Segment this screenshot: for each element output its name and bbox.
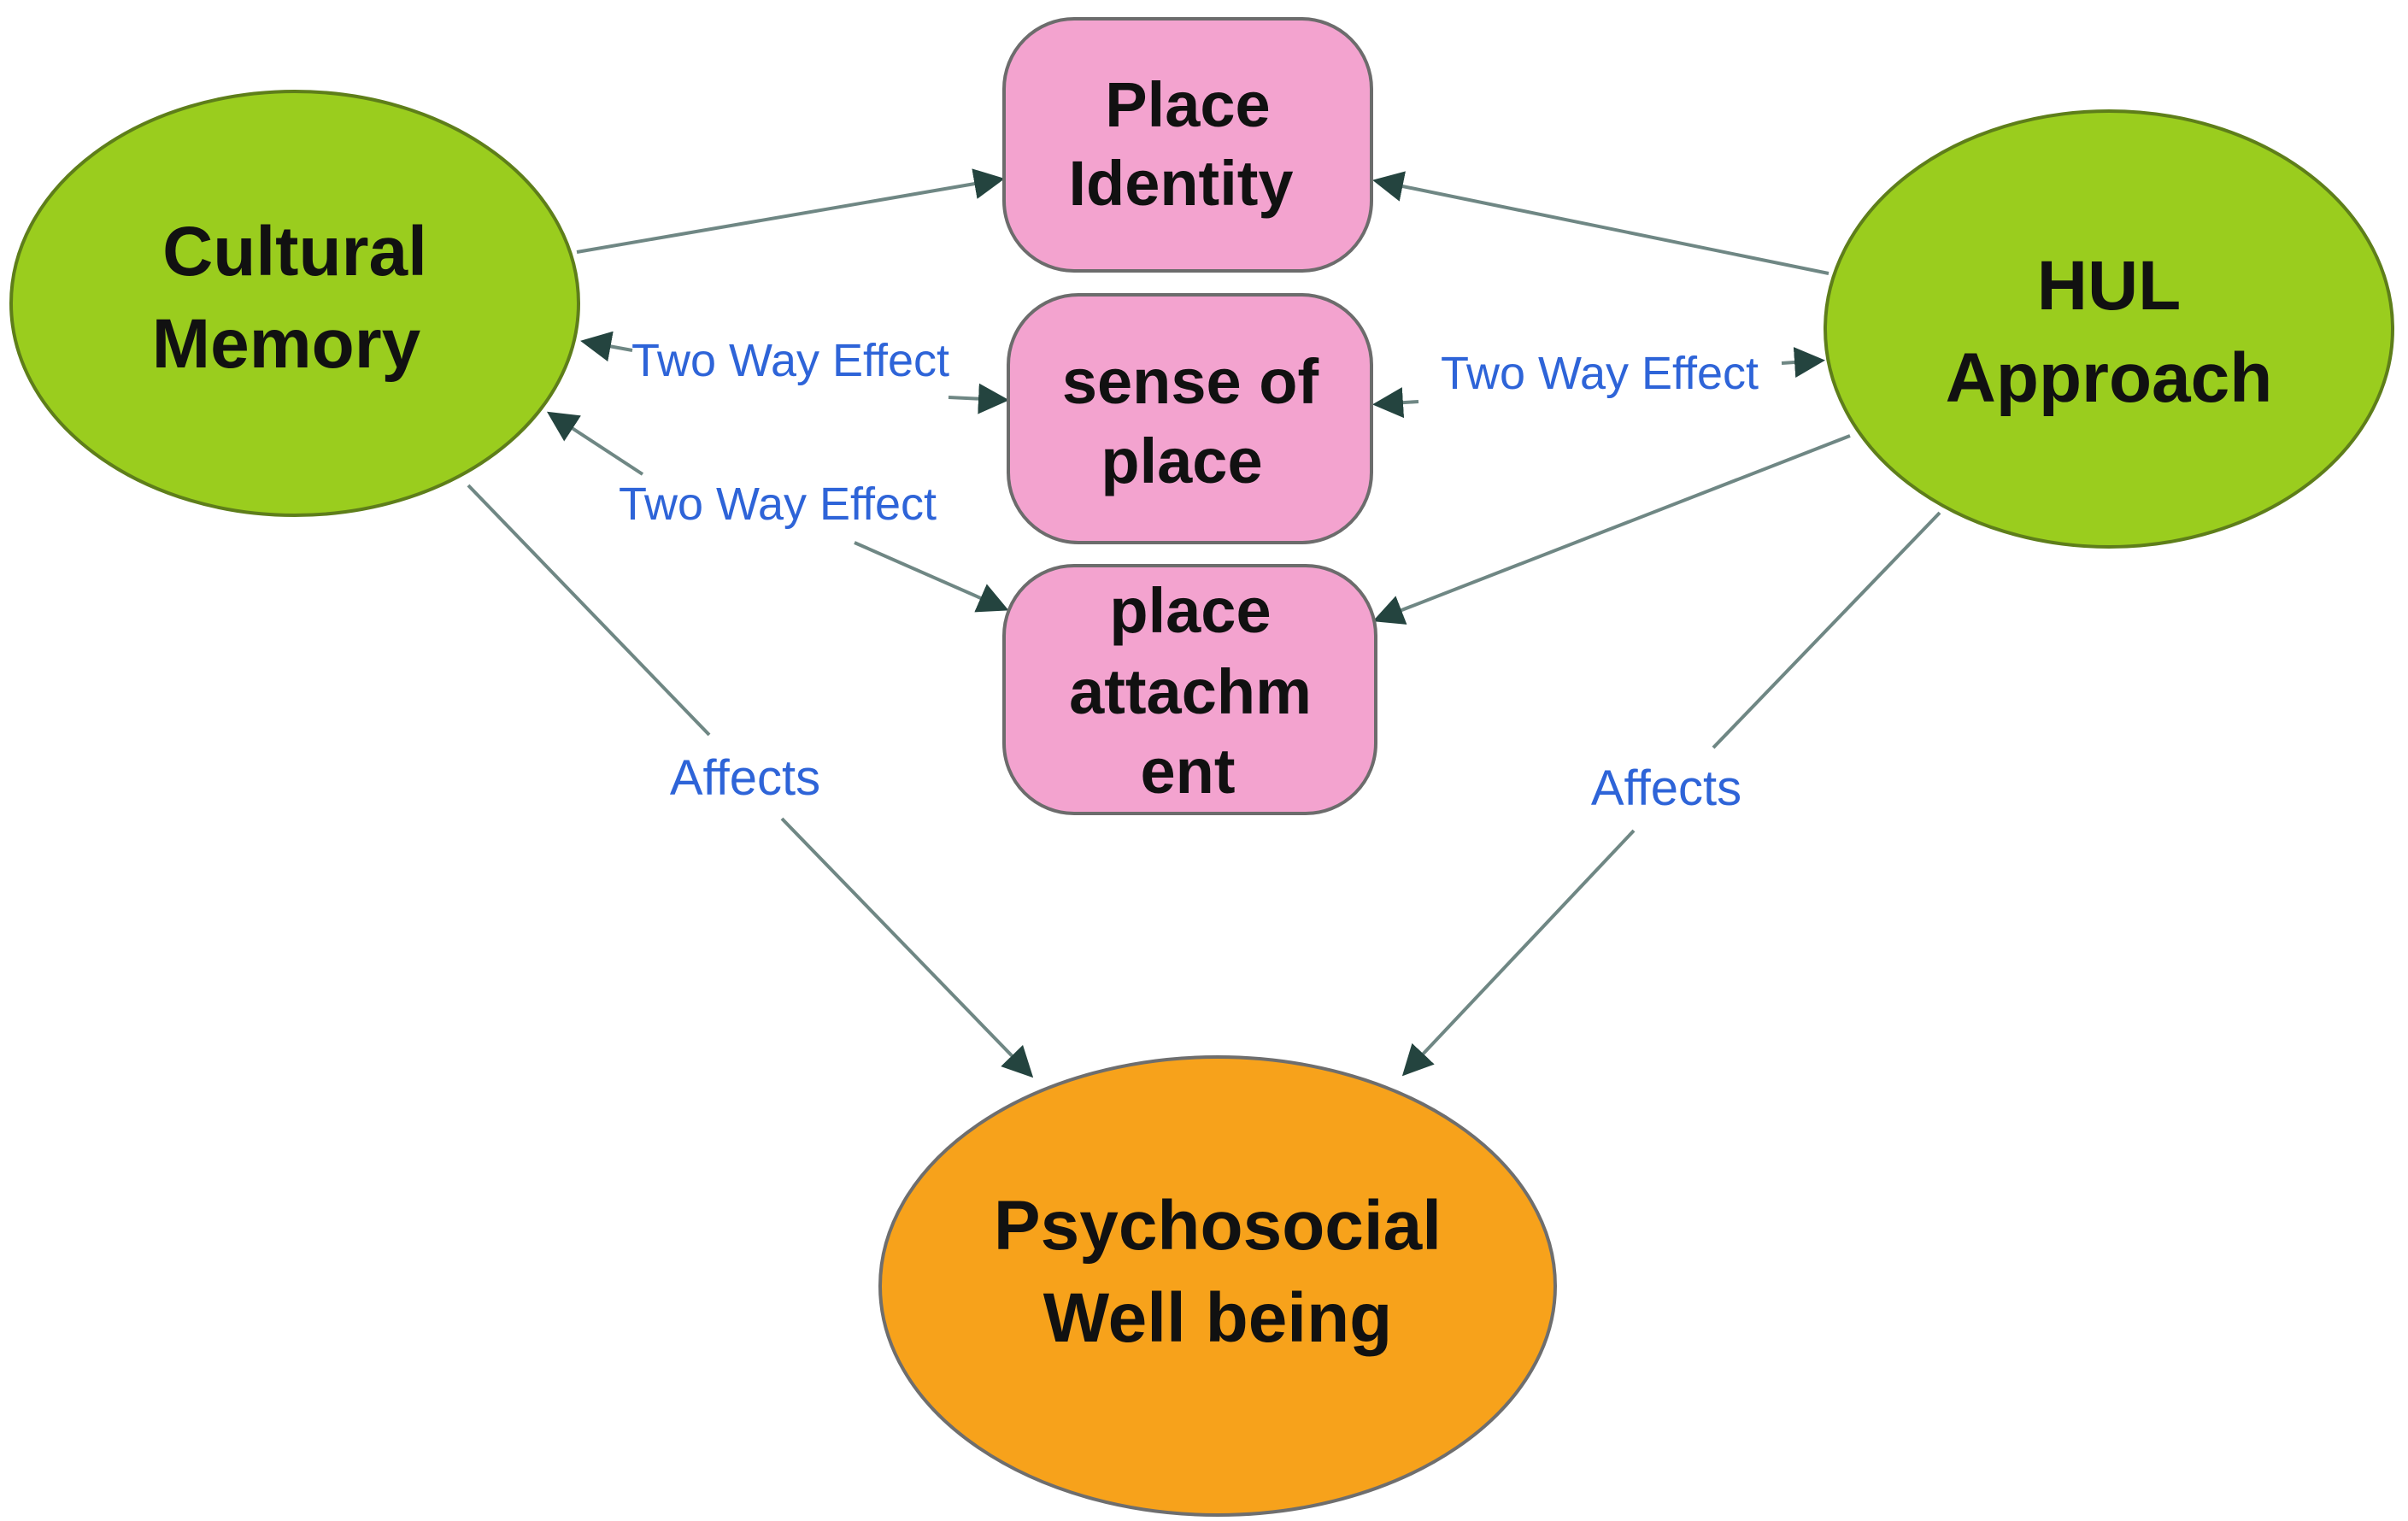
place-attachment-line-1: place [1109,575,1271,646]
edge-cultural-sense-two-way-right [948,383,1009,414]
node-psychosocial-well-being: Psychosocial Well being [878,1055,1557,1517]
label-left-two-way-upper: Two Way Effect [631,335,949,386]
hul-approach-line-1: HUL [2037,247,2182,325]
psychosocial-line-2: Well being [1043,1279,1393,1357]
edge-cultural-attachment-two-way-lower [854,541,1009,613]
edge-hul-to-place-attachment [1372,434,1851,625]
edge-hul-sense-two-way-right [1781,347,1825,378]
label-left-two-way-lower: Two Way Effect [619,479,937,530]
sense-of-place-line-2: place [1101,426,1262,496]
place-identity-line-2: Identity [1068,148,1293,219]
edge-cultural-affects-lower [780,817,1034,1078]
node-place-attachment: place attachm ent [1002,564,1377,815]
node-hul-approach: HUL Approach [1824,109,2394,549]
sense-of-place-box [1007,293,1373,544]
hul-approach-line-2: Approach [1946,339,2273,417]
edge-labels: Two Way Effect Two Way Effect Two Way Ef… [619,335,1759,816]
edge-cultural-attachment-two-way-upper [546,411,644,476]
node-place-identity: Place Identity [1002,17,1373,273]
label-right-two-way: Two Way Effect [1441,348,1759,399]
nodes: Cultural Memory HUL Approach Place Ident… [9,17,2394,1517]
edge-hul-affects-upper [1712,511,1941,749]
node-sense-of-place: sense of place [1007,293,1373,544]
edge-cultural-affects-upper [467,484,711,737]
edge-cultural-to-place-identity [576,168,1005,254]
edge-cultural-sense-two-way [580,331,633,362]
place-identity-line-1: Place [1105,69,1270,140]
cultural-memory-ellipse [9,90,580,517]
cultural-memory-line-1: Cultural [162,213,427,291]
label-right-affects: Affects [1591,760,1741,816]
psychosocial-ellipse [878,1055,1557,1517]
edge-hul-sense-two-way-left [1372,387,1419,419]
edge-hul-affects-lower [1401,829,1636,1077]
hul-approach-ellipse [1824,109,2394,549]
cultural-memory-line-2: Memory [152,305,421,383]
psychosocial-line-1: Psychosocial [994,1187,1442,1265]
place-attachment-line-2: attachm [1069,656,1312,727]
node-cultural-memory: Cultural Memory [9,90,580,517]
label-left-affects: Affects [670,750,820,806]
place-attachment-line-3: ent [1141,736,1236,807]
place-identity-box [1002,17,1373,273]
place-attachment-box [1002,564,1377,815]
edges [467,168,1941,1078]
edge-hul-to-place-identity [1372,171,1829,275]
sense-of-place-line-1: sense of [1062,346,1319,417]
